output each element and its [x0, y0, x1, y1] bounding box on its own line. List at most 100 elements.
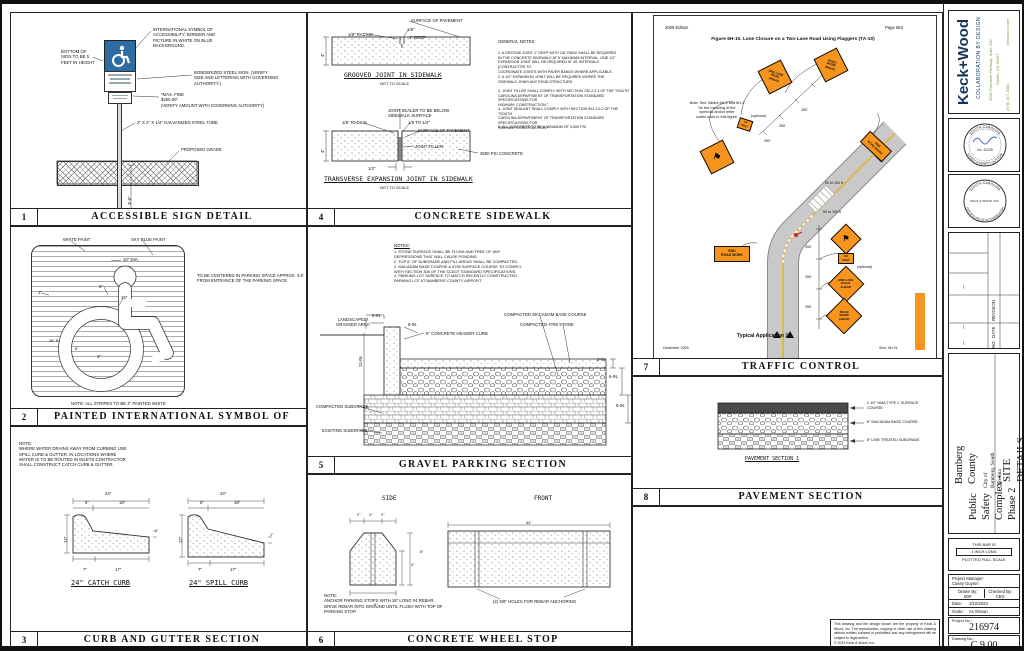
annotation-label: 2-IN.: [597, 357, 607, 362]
scalebar-line3: PLOTTED FULL SCALE: [962, 557, 1006, 562]
logo-website: keckwood.com: [1005, 18, 1010, 45]
wheelchair-icon: [112, 45, 131, 67]
annotation-label: 9": [374, 603, 378, 607]
annotation-label: 1/8" RADIUS: [342, 120, 367, 125]
project-number-block: Project No.: 216974: [948, 617, 1020, 634]
project-no-value: 216974: [969, 622, 999, 633]
project-no-label: Project No.:: [952, 619, 972, 623]
annotation-label: 3'-6": [127, 196, 132, 205]
annotation-label: LANDSCAPED/ GRASSED AREA: [336, 317, 370, 328]
panel1-body: INTERNATIONAL SYMBOL OF ACCESSIBILITY. B…: [11, 13, 306, 209]
annotation-label: December 2009: [663, 346, 689, 350]
pm-value: Casey Guyton: [952, 581, 979, 587]
annotation-label: PROPOSED GRADE: [181, 147, 222, 152]
panel-number: 6: [308, 632, 335, 646]
annotation-label: 1. A GROOVE JOINT 1" DEEP WITH 1/8" RADI…: [498, 51, 617, 74]
pm-label: Project Manager:: [952, 576, 984, 581]
scalebar-inch: 1 INCH LONG: [956, 548, 1012, 556]
svg-text:SOUTH CAROLINA: SOUTH CAROLINA: [969, 181, 1002, 192]
annotation-label: NOTES:: [394, 243, 410, 248]
annotation-label: 350': [805, 245, 812, 249]
scale-bar-block: THIS BAR IS 1 INCH LONG PLOTTED FULL SCA…: [948, 538, 1020, 571]
project-title-divider: [994, 354, 996, 533]
annotation-label: 2": [381, 513, 385, 517]
coa-seal-block: SOUTH CAROLINA CERTIFICATE OF AUTHORIZAT…: [948, 174, 1020, 228]
annotation-label: 8" LIME TREATED SUBGRADE: [867, 438, 920, 442]
logo-address2: Duluth, GA 30097: [995, 53, 1000, 85]
panel-pavement-section: 2 1/2" HMA TYPE C SURFACE COURSE 8" MACAD…: [632, 376, 943, 506]
annotation-label: COMPACTED MACADAM BASE COURSE: [504, 312, 587, 317]
annotation-label: TRANSVERSE EXPANSION JOINT IN SIDEWALK: [324, 175, 473, 183]
annotation-label: 3500 PSI CONCRETE: [480, 151, 523, 156]
annotation-label: 50 to 100 ft: [823, 210, 841, 214]
annotation-label: 18": [119, 500, 126, 505]
annotation-label: EXISTING SUBGRADE: [322, 428, 368, 433]
annotation-label: 4. JOINT SEALANT SHALL COMPLY WITH SECTI…: [498, 107, 619, 130]
logo-address1: 3090 Premiere Parkway, Suite 200: [988, 39, 993, 101]
panel5-title-bar: 5 GRAVEL PARKING SECTION: [308, 456, 631, 473]
annotation-label: 2. A 1/2" EXPANSION JOINT WILL BE REQUIR…: [498, 75, 605, 84]
annotation-label: GENERAL NOTES:: [498, 39, 536, 44]
panel-number: 7: [633, 359, 660, 375]
panel4-linework: [323, 20, 479, 171]
annotation-label: 1": [38, 290, 42, 295]
panel-title: CONCRETE SIDEWALK: [414, 211, 552, 222]
annotation-label: 350': [801, 108, 808, 112]
annotation-label: —: [961, 284, 966, 289]
drawing-info-block: Project Manager: Casey Guyton Drawn By: …: [948, 574, 1020, 616]
annotation-label: 24" SPILL CURB: [189, 579, 249, 587]
annotation-label: 8": [75, 347, 79, 351]
annotation-label: 8" MACADAM BASE COURSE: [867, 420, 918, 424]
annotation-label: NO.: [991, 340, 996, 348]
orange-highlight-bar: [915, 293, 925, 350]
panel-curb-gutter-section: NOTE: WHERE WATER DRAINS AWAY FROM CURBI…: [10, 426, 307, 646]
panel-number: 3: [11, 632, 38, 646]
drawn-by-label: Drawn By:: [958, 589, 978, 594]
annotation-label: NOTE: ANCHOR PARKING STOPS WITH 18" LONG…: [324, 593, 443, 615]
annotation-label: (optional): [751, 114, 766, 118]
annotation-label: 1" DEEP: [409, 35, 426, 40]
annotation-label: DATE: [991, 326, 996, 338]
annotation-label: 2": [369, 513, 373, 517]
annotation-label: 10" DIA.: [123, 257, 139, 262]
panel-number: 2: [11, 409, 38, 425]
annotation-label: 7": [198, 567, 202, 572]
drawn-checked-row: Drawn By: SDF Checked By: CEG: [949, 588, 1019, 600]
annotation-label: 6": [200, 500, 204, 505]
drawing-no-value: C.9.00: [970, 640, 998, 651]
annotation-label: 6-IN.: [372, 313, 382, 318]
panel6-title-bar: 6 CONCRETE WHEEL STOP: [308, 631, 631, 646]
annotation-label: 6": [85, 500, 89, 505]
checked-by-value: CEG: [995, 594, 1005, 600]
annotation-label: SURFACE OF PAVEMENT: [418, 128, 470, 133]
annotation-label: 3. JOINT FILLER SHALL COMPLY WITH SECTIO…: [498, 89, 630, 107]
annotation-label: (2) 5/8" HOLES FOR REBAR ANCHORING: [493, 599, 577, 604]
copyright-note: This drawing and the design shown are th…: [830, 619, 940, 646]
annotation-label: —: [961, 340, 966, 345]
date-row: Date: 2/10/2023: [949, 600, 1019, 608]
max-fine-sign: [108, 92, 132, 104]
firm-logo-block: Keck+Wood COLLABORATION BY DESIGN 3090 P…: [948, 10, 1020, 114]
annotation-label: COMPACTED SUBGRADE: [316, 404, 369, 409]
annotation-label: 24": [220, 491, 227, 496]
scale-row: Scale: As Shown: [949, 608, 1019, 616]
svg-text:SOUTH CAROLINA: SOUTH CAROLINA: [969, 125, 1002, 136]
annotation-label: REVISION: [991, 300, 996, 321]
annotation-label: 17": [115, 567, 122, 572]
annotation-label: Page 653: [885, 25, 903, 30]
annotation-label: 1/8 TO 1/4": [408, 120, 430, 125]
panel-title: PAVEMENT SECTION: [738, 491, 864, 502]
annotation-label: FRONT: [534, 495, 553, 502]
panel3-body: NOTE: WHERE WATER DRAINS AWAY FROM CURBI…: [11, 427, 306, 632]
annotation-label: PAVEMENT SECTION 1: [745, 456, 800, 462]
drawing-no-label: Drawing No.:: [952, 637, 974, 641]
panel-title: ACCESSIBLE SIGN DETAIL: [91, 211, 253, 222]
annotation-label: 350': [805, 275, 812, 279]
annotation-label: 1. STONE SURFACE SHALL BE FLUSH AND FREE…: [394, 249, 522, 284]
annotation-label: 2 1/2" HMA TYPE C SURFACE COURSE: [867, 401, 919, 410]
panel-traffic-control: ⚑ XX FEET ONE LANE ROAD AHEAD ROAD WORK …: [632, 12, 943, 376]
annotation-label: NOT TO SCALE: [380, 185, 410, 190]
